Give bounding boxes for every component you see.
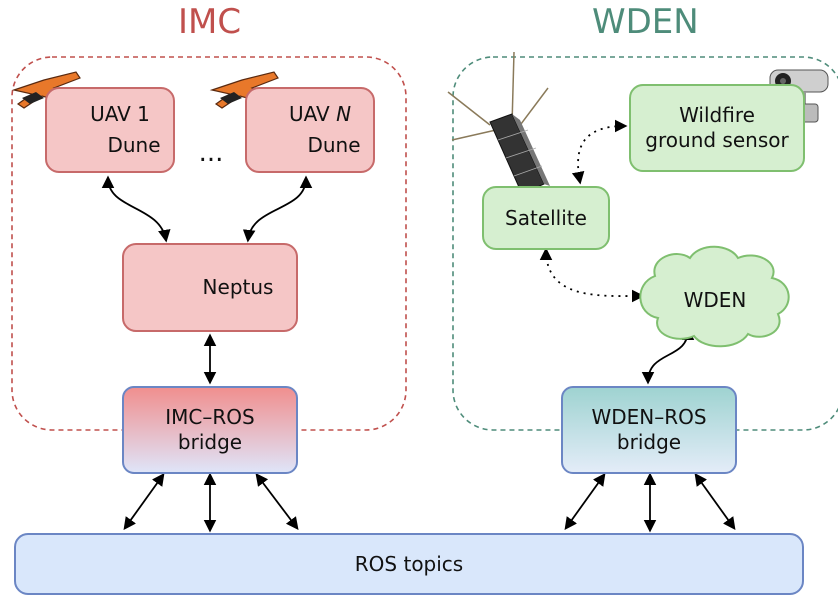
uav1-label: UAV 1 [90,102,150,126]
wden-cloud-label: WDEN [683,287,747,312]
wildfire-sensor-node: Wildfire ground sensor [629,84,805,172]
imc-group-border [11,56,407,431]
imc-group-title: IMC [178,2,242,42]
sensor-line1: Wildfire [679,103,755,127]
arrow-wdenbridge-ros-left [564,472,606,531]
uav-ellipsis: ... [198,137,224,168]
ros-topics-label: ROS topics [354,551,464,576]
uav1-node: UAV 1 Dune [45,87,175,173]
uavn-label-prefix: UAV [288,102,337,126]
wden-group-title: WDEN [592,2,699,42]
uavn-label-var: N [336,102,352,126]
uavn-label: UAV N [289,102,351,127]
sensor-line2: ground sensor [645,128,789,152]
arrow-satellite-cloud [539,247,645,303]
arrow-satellite-sensor [571,119,628,185]
arrow-imcbridge-ros-left [123,472,165,531]
arrow-uavn-neptus [242,175,313,243]
cubesat-icon [447,51,550,195]
wden-bridge-line1: WDEN–ROS [591,405,707,429]
wden-ros-bridge: WDEN–ROS bridge [561,386,737,474]
imc-ros-bridge: IMC–ROS bridge [122,386,298,474]
uavn-node: UAV N Dune [245,87,375,173]
neptus-label: Neptus [202,275,274,299]
imc-bridge-line2: bridge [177,430,243,454]
wden-cloud-shape [639,245,790,348]
uavn-dune-label: Dune [307,133,361,157]
neptus-node: Neptus [122,243,298,332]
wden-bridge-line2: bridge [616,430,682,454]
arrow-wdenbridge-ros-right [694,472,736,531]
ros-topics-bar: ROS topics [14,533,804,595]
arrow-imcbridge-ros-right [255,472,299,531]
uav1-dune-label: Dune [107,133,161,157]
satellite-node: Satellite [482,186,610,250]
imc-bridge-line1: IMC–ROS [165,405,255,429]
arrow-uav1-neptus [101,175,171,243]
satellite-label: Satellite [505,205,587,230]
